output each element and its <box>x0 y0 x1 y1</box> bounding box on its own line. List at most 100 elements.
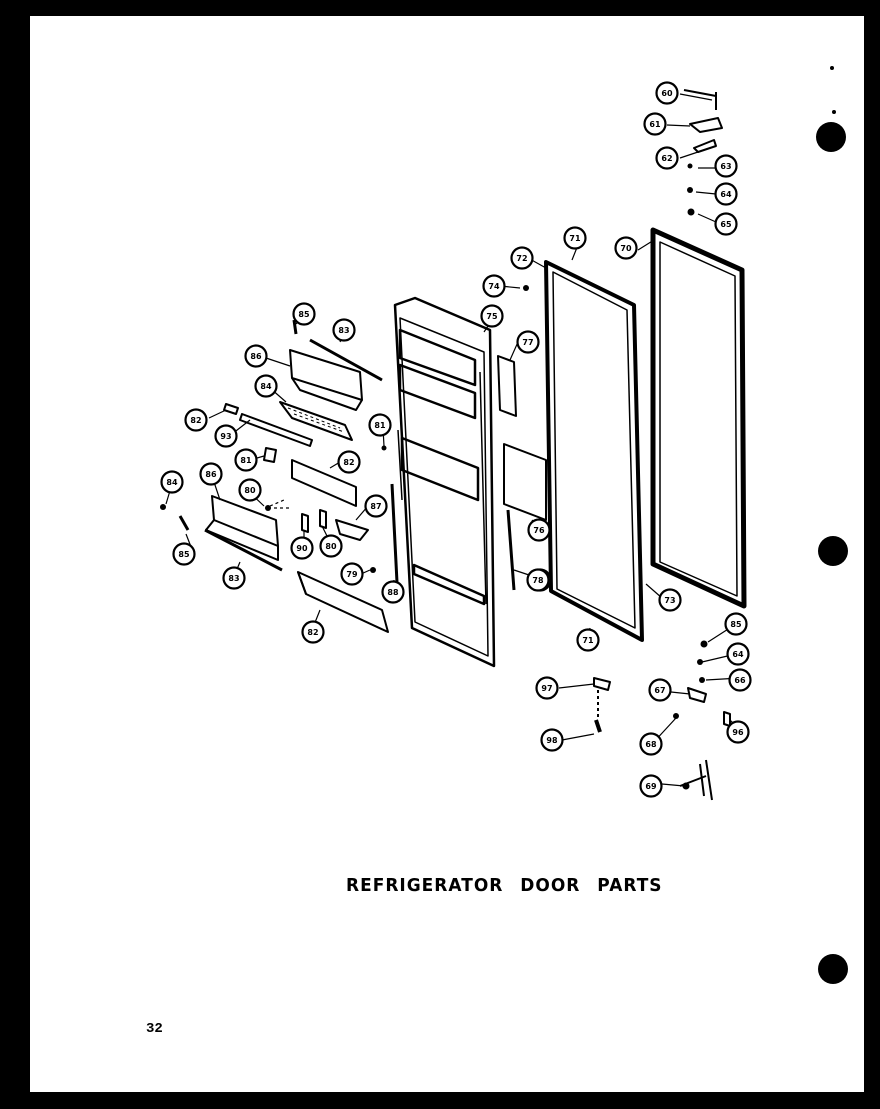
callout-85: 85 <box>724 612 748 636</box>
door-inner-frame <box>393 296 496 668</box>
callout-67: 67 <box>648 678 672 702</box>
callout-circle <box>726 642 750 666</box>
callout-73: 73 <box>658 588 682 612</box>
callout-label: 72 <box>516 254 527 263</box>
callout-label: 68 <box>645 740 657 749</box>
callout-circle <box>319 534 343 558</box>
callout-label: 64 <box>732 650 744 659</box>
callout-circle <box>172 542 196 566</box>
callout-83: 83 <box>332 318 356 342</box>
callout-label: 80 <box>325 542 337 551</box>
callout-label: 83 <box>338 326 349 335</box>
binder-hole <box>818 536 848 566</box>
callout-circle <box>540 728 564 752</box>
callout-60: 60 <box>655 81 679 105</box>
callout-70: 70 <box>614 236 638 260</box>
callout-85: 85 <box>172 542 196 566</box>
callout-76: 76 <box>527 518 551 542</box>
callout-68: 68 <box>639 732 663 756</box>
callout-circle <box>516 330 540 354</box>
door-gasket-outer <box>650 227 747 609</box>
callout-label: 66 <box>734 676 746 685</box>
callout-66: 66 <box>728 668 752 692</box>
callout-label: 70 <box>620 244 632 253</box>
callout-circle <box>364 494 388 518</box>
callout-label: 82 <box>190 416 201 425</box>
callout-label: 93 <box>220 432 231 441</box>
callout-circle <box>254 374 278 398</box>
callout-label: 98 <box>546 736 558 745</box>
door-liner-panel <box>544 260 644 642</box>
callout-label: 85 <box>730 620 742 629</box>
callout-circle <box>643 112 667 136</box>
callout-label: 90 <box>296 544 308 553</box>
page-number: 32 <box>146 1021 163 1037</box>
callout-circle <box>614 236 638 260</box>
callout-81: 81 <box>234 448 258 472</box>
callout-65: 65 <box>714 212 738 236</box>
callout-label: 81 <box>374 421 386 430</box>
callout-label: 63 <box>720 162 731 171</box>
callout-label: 85 <box>178 550 190 559</box>
callout-label: 86 <box>205 470 217 479</box>
callout-77: 77 <box>516 330 540 354</box>
callout-87: 87 <box>364 494 388 518</box>
callout-circle <box>381 580 405 604</box>
callout-circle <box>714 212 738 236</box>
callout-circle <box>714 154 738 178</box>
callout-circle <box>214 424 238 448</box>
callout-circle <box>576 628 600 652</box>
callout-label: 60 <box>661 89 673 98</box>
callout-64: 64 <box>714 182 738 206</box>
callout-circle <box>480 304 504 328</box>
callout-98: 98 <box>540 728 564 752</box>
callout-85: 85 <box>292 302 316 326</box>
callout-circle <box>238 478 262 502</box>
binder-hole <box>816 122 846 152</box>
callout-circle <box>290 536 314 560</box>
callout-86: 86 <box>199 462 223 486</box>
callout-75: 75 <box>480 304 504 328</box>
callout-circle <box>527 518 551 542</box>
callout-97: 97 <box>535 676 559 700</box>
callout-96: 96 <box>726 720 750 744</box>
callout-label: 76 <box>533 526 545 535</box>
callout-label: 81 <box>240 456 252 465</box>
callout-label: 82 <box>307 628 318 637</box>
callout-circle <box>301 620 325 644</box>
callout-80: 80 <box>319 534 343 558</box>
callout-label: 83 <box>228 574 239 583</box>
callout-label: 79 <box>346 570 358 579</box>
callout-label: 84 <box>260 382 272 391</box>
callout-label: 97 <box>541 684 552 693</box>
callout-circle <box>728 668 752 692</box>
callout-circle <box>222 566 246 590</box>
callout-circle <box>199 462 223 486</box>
callout-93: 93 <box>214 424 238 448</box>
callout-61: 61 <box>643 112 667 136</box>
callout-62: 62 <box>655 146 679 170</box>
callout-label: 65 <box>720 220 732 229</box>
callout-label: 74 <box>488 282 500 291</box>
callout-label: 87 <box>370 502 381 511</box>
callout-82: 82 <box>184 408 208 432</box>
callout-circle <box>726 720 750 744</box>
small-fasteners <box>160 66 836 790</box>
callout-circle <box>655 81 679 105</box>
callout-label: 88 <box>387 588 399 597</box>
leader-lines <box>165 93 741 787</box>
callout-circle <box>655 146 679 170</box>
callout-circle <box>368 413 392 437</box>
callout-label: 80 <box>244 486 256 495</box>
callout-label: 64 <box>720 190 732 199</box>
callout-label: 67 <box>654 686 665 695</box>
callout-88: 88 <box>381 580 405 604</box>
callout-78: 78 <box>526 568 550 592</box>
exploded-parts-diagram <box>160 66 836 801</box>
callout-circle <box>292 302 316 326</box>
callout-circle <box>639 774 663 798</box>
pins <box>178 319 298 531</box>
callout-74: 74 <box>482 274 506 298</box>
